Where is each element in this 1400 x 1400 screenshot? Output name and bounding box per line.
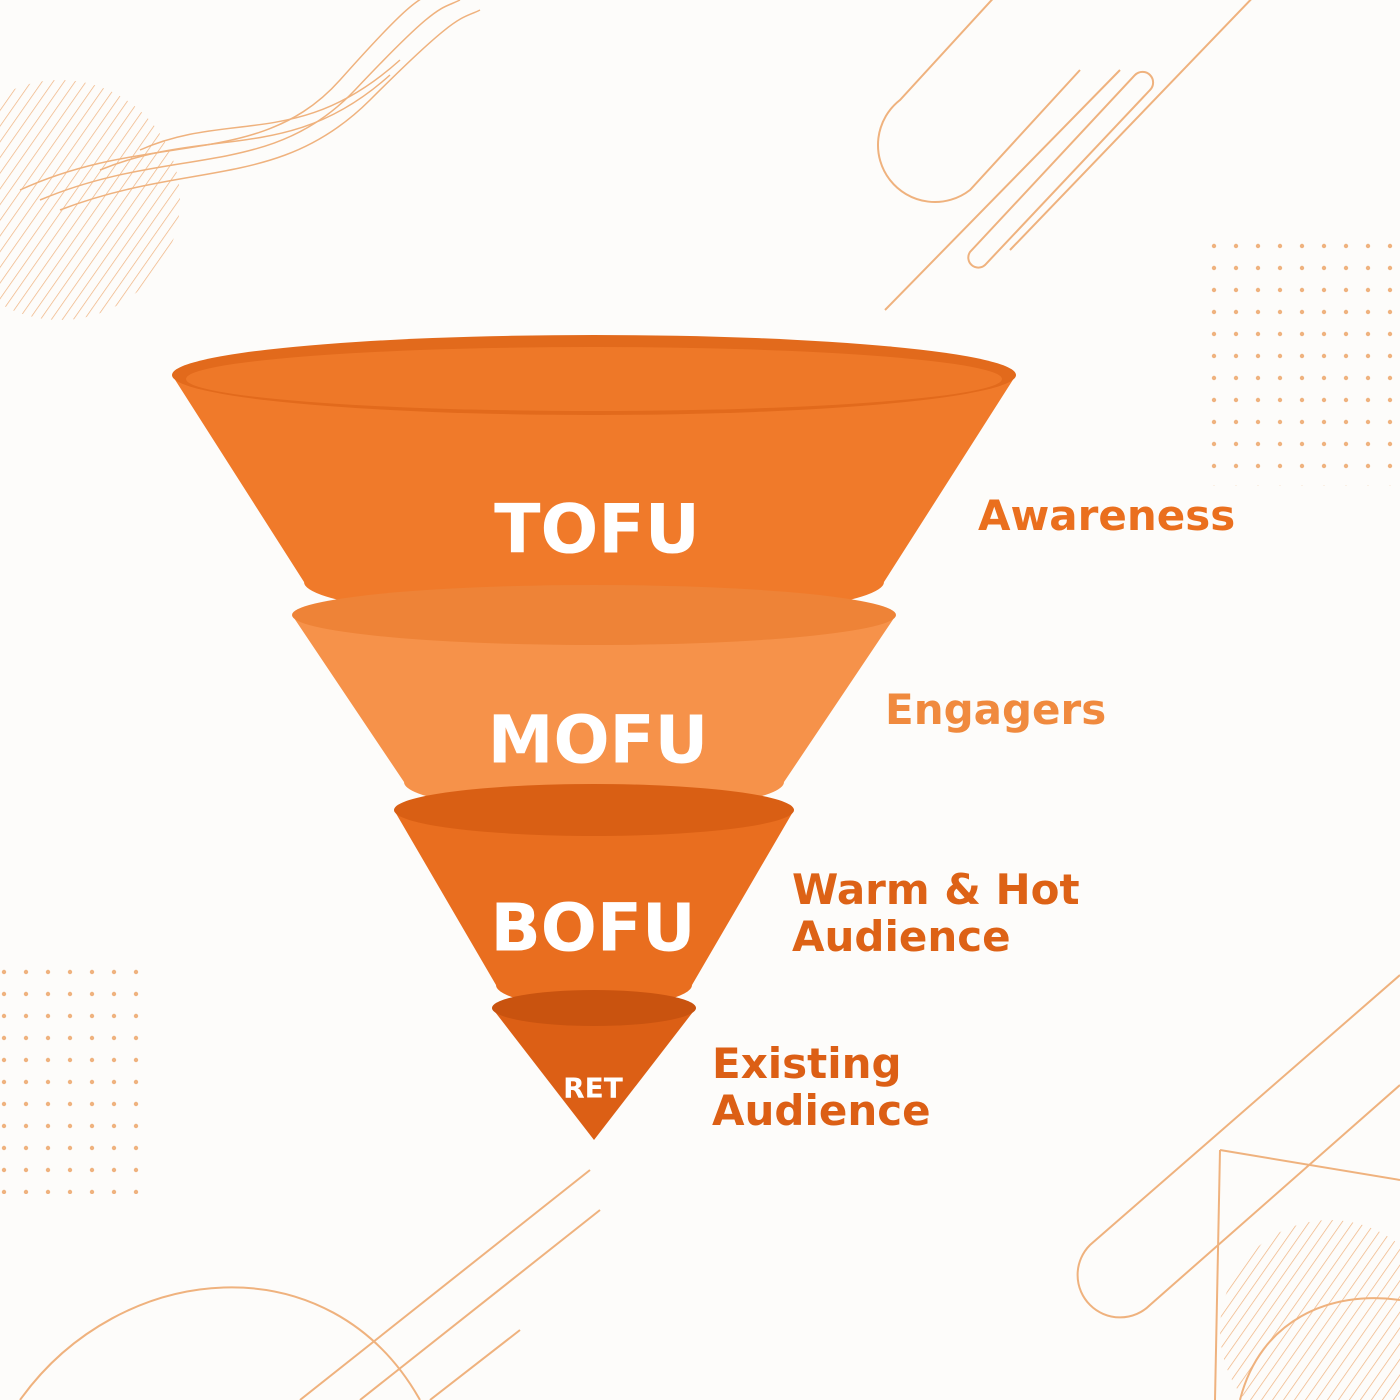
funnel-segment-bofu — [394, 810, 794, 1007]
stage-name-ret: RET — [563, 1071, 623, 1105]
pill-lines-bottom-right — [1076, 974, 1400, 1400]
stage-description-bofu-line-2: Audience — [792, 912, 1011, 962]
funnel-rim-mofu — [292, 585, 896, 645]
stage-description-ret-line-2: Audience — [712, 1086, 931, 1136]
funnel-rim-bofu — [394, 784, 794, 836]
funnel-segment-tofu — [172, 375, 1016, 620]
stage-description-tofu: Awareness — [978, 492, 1235, 539]
stage-description-ret-line-1: Existing — [712, 1039, 902, 1088]
stage-description-bofu-line-1: Warm & Hot — [792, 865, 1080, 914]
stage-name-tofu: TOFU — [494, 490, 700, 570]
pill-lines-bottom-left — [19, 1169, 601, 1400]
stage-description-bofu: Warm & Hot Audience — [792, 866, 1080, 960]
stage-name-mofu: MOFU — [487, 701, 709, 779]
stage-name-bofu: BOFU — [490, 889, 696, 967]
dot-grid-left — [0, 964, 150, 1194]
funnel-segment-ret — [492, 1008, 696, 1140]
funnel-segment-mofu — [292, 615, 896, 812]
funnel-rim-inner-tofu — [186, 347, 1002, 411]
stage-description-mofu: Engagers — [885, 686, 1106, 733]
pill-lines-top-right — [877, 0, 1252, 311]
funnel-rim-ret — [492, 990, 696, 1026]
dot-grid-right — [1210, 236, 1400, 486]
stage-description-mofu-line-1: Engagers — [885, 685, 1107, 734]
wave-lines-top-left — [19, 0, 481, 211]
stage-description-tofu-line-1: Awareness — [978, 491, 1236, 540]
stage-description-ret: Existing Audience — [712, 1040, 931, 1134]
